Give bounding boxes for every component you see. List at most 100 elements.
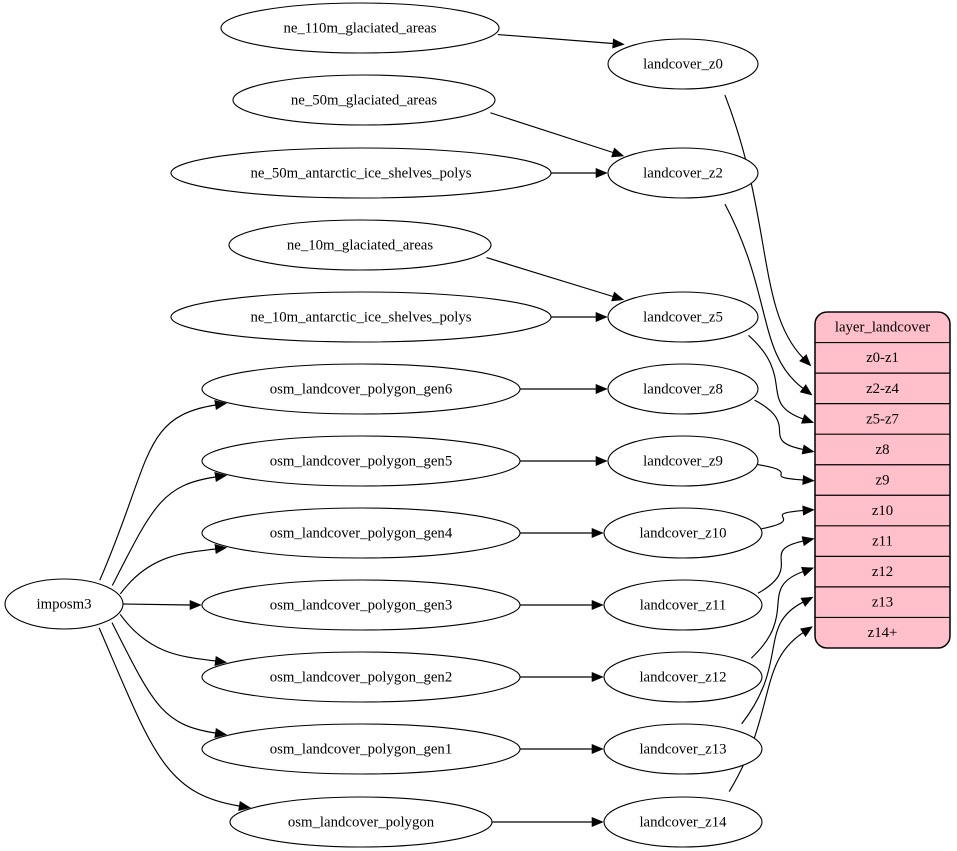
node-ne_50m_antarctic_ice_shelves_polys[interactable]: ne_50m_antarctic_ice_shelves_polys: [170, 147, 552, 199]
edge-line: [99, 404, 216, 581]
layer-node-shape[interactable]: [603, 796, 763, 848]
input-node-label: ne_10m_glaciated_areas: [287, 237, 433, 253]
edge-osm_landcover_polygon_gen6-to-landcover_z8: [520, 383, 608, 395]
input-node-shape[interactable]: [201, 507, 521, 559]
edge-arrowhead: [591, 527, 604, 539]
record-row-z11[interactable]: z11: [815, 526, 950, 557]
edge-line: [754, 399, 804, 451]
edge-arrowhead: [802, 474, 815, 486]
edge-ne_110m_glaciated_areas-to-landcover_z0: [497, 33, 625, 49]
node-landcover_z9[interactable]: landcover_z9: [607, 435, 759, 487]
node-landcover_z11[interactable]: landcover_z11: [603, 579, 763, 631]
edge-osm_landcover_polygon_gen4-to-landcover_z10: [520, 527, 604, 539]
node-osm_landcover_polygon_gen1[interactable]: osm_landcover_polygon_gen1: [201, 723, 521, 775]
input-node-shape[interactable]: [201, 579, 521, 631]
record-row-z0-z1[interactable]: z0-z1: [815, 343, 950, 374]
edge-arrowhead: [611, 291, 625, 302]
input-node-shape[interactable]: [232, 74, 496, 126]
node-ne_110m_glaciated_areas[interactable]: ne_110m_glaciated_areas: [220, 2, 500, 54]
edge-arrowhead: [238, 800, 251, 811]
record-row-z5-z7[interactable]: z5-z7: [815, 404, 950, 435]
node-osm_landcover_polygon_gen5[interactable]: osm_landcover_polygon_gen5: [201, 435, 521, 487]
node-osm_landcover_polygon_gen3[interactable]: osm_landcover_polygon_gen3: [201, 579, 521, 631]
layer-node-shape[interactable]: [603, 651, 763, 703]
input-node-shape[interactable]: [201, 363, 521, 415]
layer-node-label: landcover_z2: [643, 165, 723, 181]
record-table-layer_landcover[interactable]: layer_landcover z0-z1 z2-z4 z5-z7 z8 z9z10z11…: [814, 311, 951, 649]
node-landcover_z10[interactable]: landcover_z10: [603, 507, 763, 559]
edge-osm_landcover_polygon_gen5-to-landcover_z9: [520, 455, 608, 467]
record-row-label: z12: [872, 564, 893, 580]
layer-node-shape[interactable]: [607, 147, 759, 199]
node-landcover_z8[interactable]: landcover_z8: [607, 363, 759, 415]
record-row-z12[interactable]: z12: [815, 556, 950, 587]
node-imposm3[interactable]: imposm3: [4, 578, 124, 630]
layer-node-shape[interactable]: [607, 291, 759, 343]
edge-arrowhead: [595, 311, 608, 323]
edge-arrowhead: [801, 536, 815, 547]
edge-arrowhead: [214, 472, 228, 483]
node-landcover_z0[interactable]: landcover_z0: [607, 38, 759, 90]
input-node-shape[interactable]: [170, 291, 552, 343]
input-node-shape[interactable]: [228, 219, 492, 271]
node-ne_50m_glaciated_areas[interactable]: ne_50m_glaciated_areas: [232, 74, 496, 126]
layer-node-shape[interactable]: [603, 579, 763, 631]
input-node-label: ne_110m_glaciated_areas: [283, 20, 436, 36]
edge-imposm3-to-osm_landcover_polygon_gen3: [122, 599, 202, 611]
node-osm_landcover_polygon_gen6[interactable]: osm_landcover_polygon_gen6: [201, 363, 521, 415]
record-row-label: z8: [876, 442, 890, 458]
input-node-label: ne_10m_antarctic_ice_shelves_polys: [250, 309, 471, 325]
input-node-label: osm_landcover_polygon_gen5: [270, 453, 452, 469]
edge-imposm3-to-osm_landcover_polygon_gen1: [111, 622, 228, 738]
record-row-label: z2-z4: [866, 381, 899, 397]
edge-imposm3-to-osm_landcover_polygon: [98, 627, 251, 811]
edge-imposm3-to-osm_landcover_polygon_gen5: [111, 472, 228, 586]
layer-node-shape[interactable]: [607, 363, 759, 415]
record-row-z10[interactable]: z10: [815, 495, 950, 526]
layer-node-label: landcover_z8: [643, 381, 723, 397]
record-row-z14+[interactable]: z14+: [815, 617, 950, 648]
layer-node-shape[interactable]: [603, 507, 763, 559]
layer-node-shape[interactable]: [607, 38, 759, 90]
record-row-z8[interactable]: z8: [815, 434, 950, 465]
edge-arrowhead: [214, 655, 228, 666]
input-node-shape[interactable]: [220, 2, 500, 54]
edges-layer: [98, 33, 815, 828]
edge-arrowhead: [800, 596, 814, 607]
edge-line: [761, 509, 804, 530]
node-landcover_z14[interactable]: landcover_z14: [603, 796, 763, 848]
node-landcover_z12[interactable]: landcover_z12: [603, 651, 763, 703]
record-row-label: z13: [872, 595, 893, 611]
node-ne_10m_glaciated_areas[interactable]: ne_10m_glaciated_areas: [228, 219, 492, 271]
source-node-label: imposm3: [36, 596, 91, 612]
edge-imposm3-to-osm_landcover_polygon_gen6: [99, 400, 228, 581]
input-node-shape[interactable]: [229, 796, 493, 848]
edge-landcover_z5-to-z5-z7: [748, 334, 815, 424]
edge-line: [728, 632, 804, 792]
record-header-label: layer_landcover: [835, 320, 930, 336]
edge-line: [119, 548, 216, 595]
input-node-label: osm_landcover_polygon_gen2: [270, 669, 452, 685]
edge-arrowhead: [591, 599, 604, 611]
edge-arrowhead: [801, 444, 815, 455]
node-landcover_z5[interactable]: landcover_z5: [607, 291, 759, 343]
input-node-shape[interactable]: [201, 651, 521, 703]
source-node-shape[interactable]: [4, 578, 124, 630]
input-node-shape[interactable]: [170, 147, 552, 199]
node-osm_landcover_polygon[interactable]: osm_landcover_polygon: [229, 796, 493, 848]
node-osm_landcover_polygon_gen2[interactable]: osm_landcover_polygon_gen2: [201, 651, 521, 703]
input-node-label: ne_50m_antarctic_ice_shelves_polys: [250, 165, 471, 181]
edge-line: [111, 622, 216, 734]
record-row-z13[interactable]: z13: [815, 587, 950, 618]
node-ne_10m_antarctic_ice_shelves_polys[interactable]: ne_10m_antarctic_ice_shelves_polys: [170, 291, 552, 343]
node-osm_landcover_polygon_gen4[interactable]: osm_landcover_polygon_gen4: [201, 507, 521, 559]
node-landcover_z13[interactable]: landcover_z13: [603, 723, 763, 775]
record-row-z9[interactable]: z9: [815, 465, 950, 496]
node-landcover_z2[interactable]: landcover_z2: [607, 147, 759, 199]
input-node-shape[interactable]: [201, 723, 521, 775]
input-node-shape[interactable]: [201, 435, 521, 487]
layer-node-shape[interactable]: [603, 723, 763, 775]
record-row-z2-z4[interactable]: z2-z4: [815, 373, 950, 404]
layer-node-shape[interactable]: [607, 435, 759, 487]
